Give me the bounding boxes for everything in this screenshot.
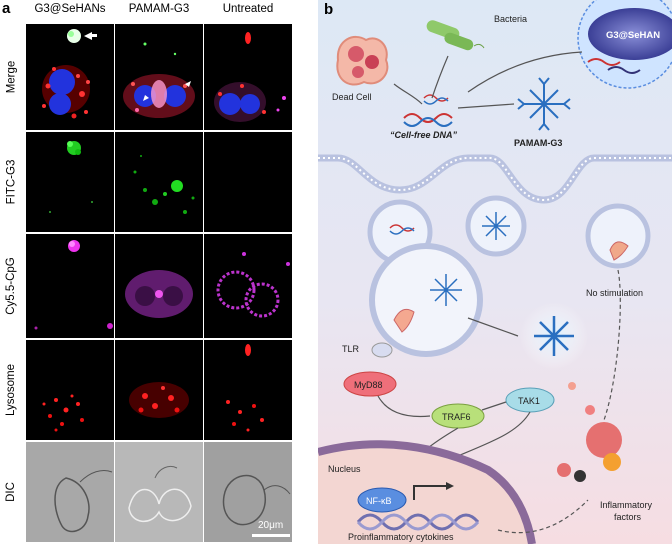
label-myd88: MyD88 bbox=[354, 380, 383, 390]
micrograph-merge-pamam bbox=[115, 24, 203, 130]
arrow-bacteria-cfdna bbox=[431, 55, 449, 99]
nuclear-envelope bbox=[318, 440, 536, 544]
arrow-cfdna-pamam bbox=[457, 103, 515, 109]
released-dendrimer-icon bbox=[534, 316, 574, 356]
dna-in-endosome-icon bbox=[389, 224, 415, 232]
micrograph-merge-untreated bbox=[204, 24, 292, 130]
row-label-cy55-text: Cy5.5-CpG bbox=[5, 257, 17, 315]
label-sehan: G3@SeHAN bbox=[606, 30, 660, 41]
bacteria-icon bbox=[426, 20, 485, 51]
label-cfdna: “Cell-free DNA” bbox=[390, 130, 458, 140]
inflammatory-factor-small bbox=[557, 463, 571, 477]
label-factors: factors bbox=[614, 512, 642, 522]
endolysosome bbox=[369, 243, 483, 357]
dendrimer-in-vesicle-icon bbox=[430, 212, 510, 306]
row-label-dic-text: DIC bbox=[5, 482, 17, 502]
row-label-cy55: Cy5.5-CpG bbox=[0, 234, 22, 338]
dna-in-endosome-strand-icon bbox=[389, 227, 415, 235]
dna-fragment-icon bbox=[609, 241, 629, 261]
micrograph-cy55-g3sehans bbox=[26, 234, 114, 338]
micrograph-merge-g3sehans bbox=[26, 24, 114, 130]
label-dead-cell: Dead Cell bbox=[332, 92, 372, 102]
inflammatory-factor-dot bbox=[568, 382, 576, 390]
row-label-merge-text: Merge bbox=[5, 60, 18, 94]
arrow-traf6-tak1 bbox=[481, 401, 507, 411]
label-nucleus: Nucleus bbox=[328, 464, 361, 474]
arrow-inflammatory bbox=[603, 269, 621, 421]
micrograph-fitc-pamam bbox=[115, 132, 203, 232]
row-label-fitc-text: FITC-G3 bbox=[5, 159, 18, 205]
scale-bar bbox=[252, 534, 290, 537]
inflammatory-factor-orange bbox=[603, 453, 621, 471]
column-header-g3-sehans: G3@SeHANs bbox=[34, 3, 106, 15]
micrograph-dic-g3sehans bbox=[26, 442, 114, 542]
dna-helix-icon bbox=[356, 513, 480, 531]
micrograph-dic-pamam bbox=[115, 442, 203, 542]
label-no-stimulation: No stimulation bbox=[586, 288, 643, 298]
row-label-merge: Merge bbox=[0, 24, 22, 130]
sehan-particle-icon bbox=[577, 0, 672, 89]
label-tak1: TAK1 bbox=[518, 396, 540, 406]
label-inflammatory: Inflammatory bbox=[600, 500, 653, 510]
micrograph-cy55-pamam bbox=[115, 234, 203, 338]
row-label-lysosome-text: Lysosome bbox=[5, 364, 17, 416]
panel-b-letter: b bbox=[324, 1, 333, 18]
row-label-dic: DIC bbox=[0, 442, 22, 542]
micrograph-cy55-untreated bbox=[204, 234, 292, 338]
arrow-release bbox=[467, 317, 519, 337]
arrow-cfdna-sehan bbox=[467, 51, 583, 93]
micrograph-fitc-g3sehans bbox=[26, 132, 114, 232]
row-label-fitc: FITC-G3 bbox=[0, 132, 22, 232]
label-cytokines: Proinflammatory cytokines bbox=[348, 532, 454, 542]
dna-helix-strand-icon bbox=[356, 513, 480, 531]
nfkb-node bbox=[357, 487, 407, 513]
label-traf6: TRAF6 bbox=[442, 412, 471, 422]
pamam-dendrimer-icon bbox=[517, 77, 571, 131]
tlr-anchor-icon bbox=[371, 342, 393, 358]
transcription-arrow-icon bbox=[413, 485, 446, 500]
micrograph-lysosome-g3sehans bbox=[26, 340, 114, 440]
label-bacteria: Bacteria bbox=[494, 14, 527, 24]
micrograph-fitc-untreated bbox=[204, 132, 292, 232]
inflammatory-factor-tiny bbox=[585, 405, 595, 415]
micrograph-dic-untreated bbox=[204, 442, 292, 542]
column-header-untreated: Untreated bbox=[222, 3, 274, 15]
cfdna-icon bbox=[403, 94, 453, 127]
inflammatory-factor-dark bbox=[574, 470, 586, 482]
label-nfkb: NF-κB bbox=[366, 496, 392, 506]
inflammatory-factor-large bbox=[586, 422, 622, 458]
tlr-receptor-icon bbox=[393, 308, 415, 333]
label-tlr: TLR bbox=[342, 344, 360, 354]
panel-a-letter: a bbox=[2, 0, 11, 17]
column-header-pamam-g3: PAMAM-G3 bbox=[128, 3, 190, 15]
arrow-myd88-traf6 bbox=[377, 395, 431, 418]
endosome-right bbox=[585, 203, 651, 269]
row-label-lysosome: Lysosome bbox=[0, 340, 22, 440]
dead-cell-icon bbox=[336, 35, 389, 86]
micrograph-lysosome-untreated bbox=[204, 340, 292, 440]
mechanism-diagram: b Dead Cell Bacteria G3@SeHAN bbox=[318, 0, 672, 544]
myd88-node bbox=[343, 371, 397, 397]
scale-bar-label: 20μm bbox=[258, 520, 284, 531]
membrane-pattern bbox=[318, 157, 672, 202]
label-pamam: PAMAM-G3 bbox=[514, 138, 562, 148]
micrograph-lysosome-pamam bbox=[115, 340, 203, 440]
transcription-arrowhead-icon bbox=[446, 482, 454, 490]
arrow-deadcell-cfdna bbox=[393, 83, 423, 105]
